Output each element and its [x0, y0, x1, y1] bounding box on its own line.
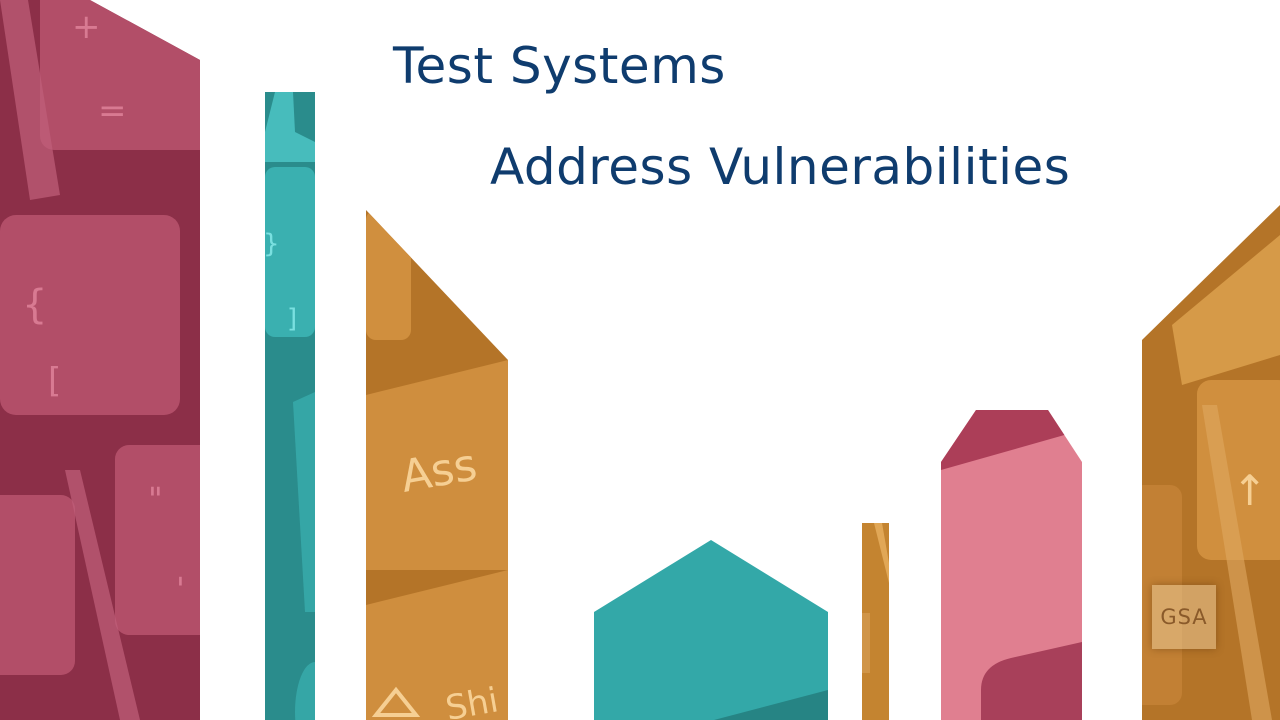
gsa-logo: GSA [1152, 585, 1216, 649]
svg-text:": " [148, 480, 163, 518]
svg-text:}: } [265, 229, 280, 259]
svg-text:=: = [98, 91, 127, 131]
pink-hexagon-key [941, 410, 1082, 720]
orange-thin-bar [862, 523, 889, 720]
svg-text:Shi: Shi [443, 680, 502, 720]
svg-text:]: ] [287, 304, 297, 334]
maroon-keyboard-panel: + = { [ " ' [0, 0, 200, 720]
up-arrow-key-legend: ↑ [1232, 466, 1267, 515]
pink-hexagon-graphic [941, 410, 1082, 720]
svg-text:{: { [22, 282, 47, 328]
orange-keyboard-graphic: Ass Shi [366, 210, 508, 720]
orange-thin-graphic [862, 523, 889, 720]
teal-keyboard-bar: } ] [265, 92, 315, 720]
teal-pentagon-key [594, 540, 828, 720]
teal-pentagon-graphic [594, 540, 828, 720]
slide-subtitle-address-vulnerabilities: Address Vulnerabilities [490, 138, 1071, 196]
svg-text:': ' [176, 570, 185, 608]
orange-keyboard-panel: Ass Shi [366, 210, 508, 720]
slide-title-test-systems: Test Systems [393, 37, 726, 95]
svg-text:[: [ [48, 361, 61, 401]
maroon-keyboard-graphic: + = { [ " ' [0, 0, 200, 720]
plus-key-legend: + [72, 7, 101, 47]
teal-keyboard-graphic: } ] [265, 92, 315, 720]
